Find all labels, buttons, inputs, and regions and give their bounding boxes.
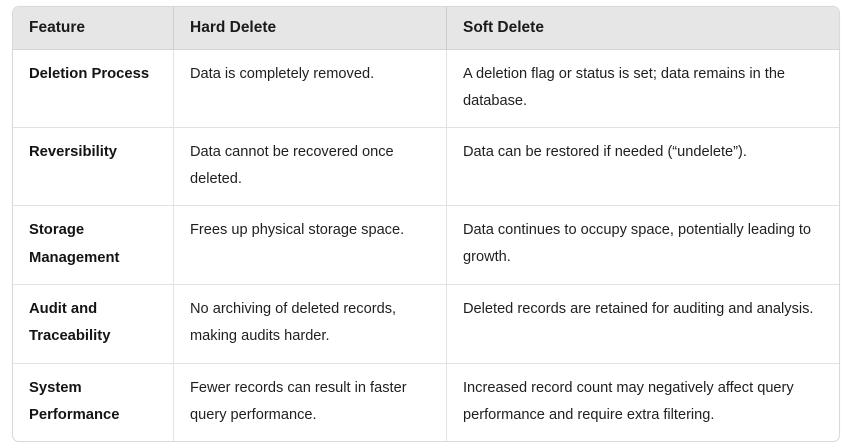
column-header-feature: Feature — [13, 7, 174, 51]
cell-soft-delete: Deleted records are retained for auditin… — [447, 285, 839, 364]
cell-feature: Deletion Process — [13, 50, 174, 129]
comparison-table: Feature Hard Delete Soft Delete Deletion… — [12, 6, 840, 442]
cell-feature: Audit and Traceability — [13, 285, 174, 364]
cell-hard-delete: Frees up physical storage space. — [174, 206, 447, 286]
cell-hard-delete: No archiving of deleted records, making … — [174, 285, 447, 364]
table-row: System Performance Fewer records can res… — [13, 363, 839, 442]
cell-soft-delete: Increased record count may negatively af… — [463, 379, 794, 423]
cell-feature: Reversibility — [13, 128, 174, 207]
cell-soft-delete: Data can be restored if needed (“undelet… — [447, 128, 839, 207]
cell-feature: System Performance — [13, 363, 174, 442]
table-row: Deletion Process Data is completely remo… — [13, 50, 839, 129]
table-header: Feature Hard Delete Soft Delete — [13, 7, 839, 51]
column-header-soft-delete: Soft Delete — [447, 7, 839, 51]
cell-soft-delete: Data continues to occupy space, potentia… — [447, 206, 839, 286]
table-header-row: Feature Hard Delete Soft Delete — [13, 7, 839, 51]
page-root: Feature Hard Delete Soft Delete Deletion… — [12, 6, 840, 442]
table-row: Audit and Traceability No archiving of d… — [13, 285, 839, 364]
cell-soft-delete: A deletion flag or status is set; data r… — [447, 50, 839, 129]
column-header-hard-delete: Hard Delete — [174, 7, 447, 51]
table-row: Storage Management Frees up physical sto… — [13, 206, 839, 286]
table-row: Reversibility Data cannot be recovered o… — [13, 128, 839, 207]
cell-feature: Storage Management — [13, 206, 174, 286]
cell-hard-delete: Data cannot be recovered once deleted. — [174, 128, 447, 207]
cell-hard-delete: Fewer records can result in faster query… — [174, 363, 447, 442]
comparison-table-container: Feature Hard Delete Soft Delete Deletion… — [12, 6, 840, 442]
table-body: Deletion Process Data is completely remo… — [13, 50, 839, 442]
cell-hard-delete: Data is completely removed. — [174, 50, 447, 129]
